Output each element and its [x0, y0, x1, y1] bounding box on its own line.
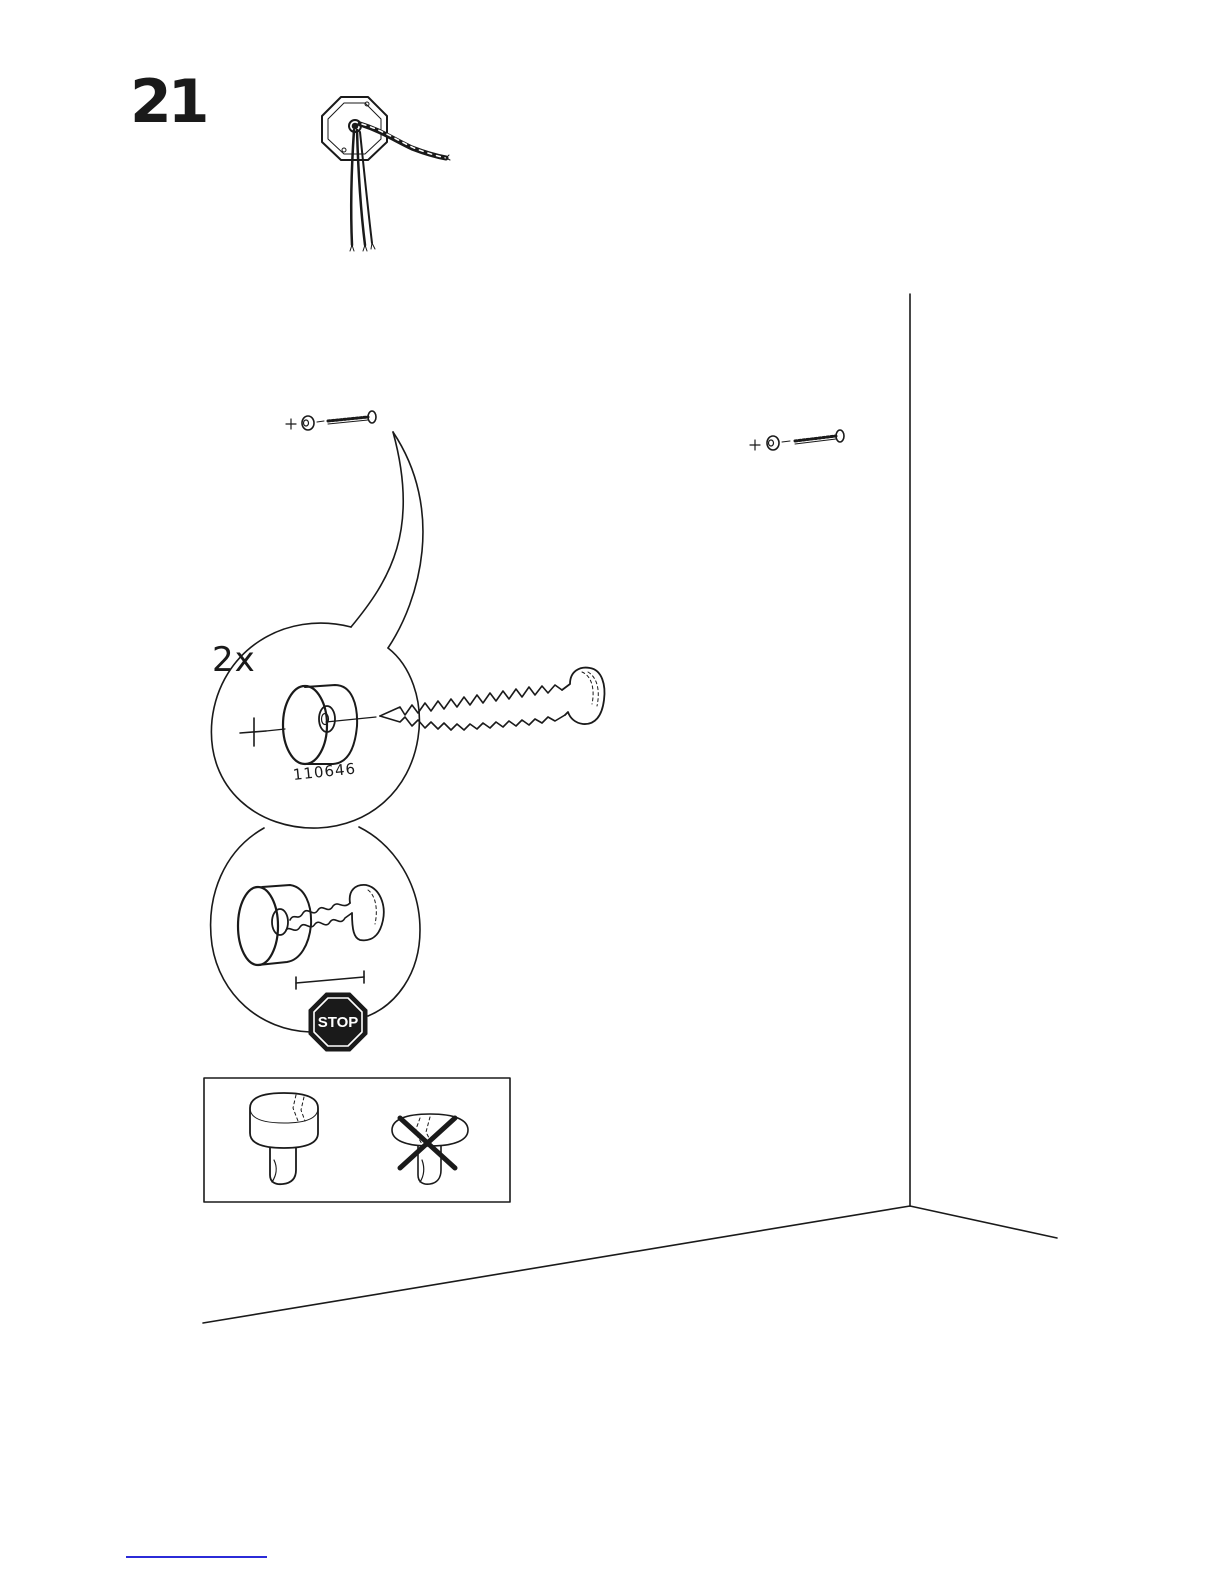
screw-head-comparison [204, 1078, 510, 1202]
stop-sign-label: STOP [318, 1014, 359, 1031]
screw-with-wall-plug-icon [750, 430, 844, 450]
wrong-screw-head-icon [392, 1114, 468, 1184]
quantity-label: 2x [212, 640, 256, 680]
assembled-detail-callout [211, 827, 420, 1032]
screw-icon [326, 668, 604, 730]
wall-plug-icon [240, 685, 357, 764]
footer-link-underline[interactable] [126, 1556, 267, 1558]
screw-with-wall-plug-icon [286, 411, 376, 430]
stop-sign-icon: STOP [309, 993, 367, 1051]
ceiling-box-icon [322, 97, 450, 251]
room-corner-lines [203, 294, 1057, 1323]
correct-screw-head-icon [250, 1093, 318, 1184]
